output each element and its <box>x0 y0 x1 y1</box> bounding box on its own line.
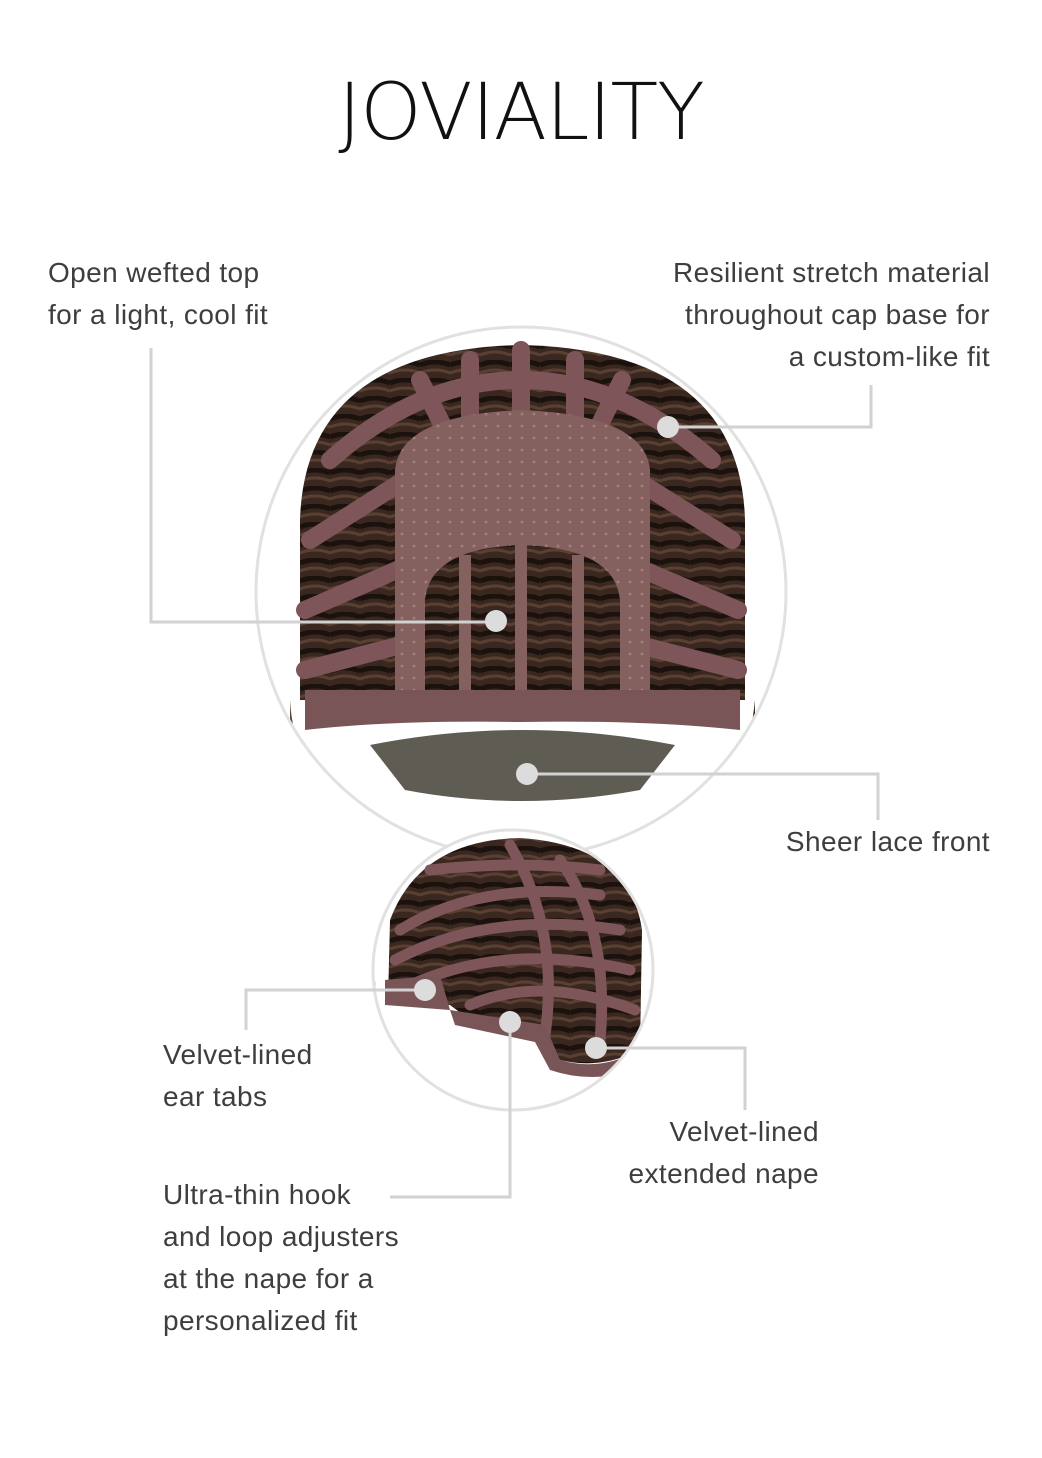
leader-lines <box>149 348 880 1199</box>
leader-hook-loop <box>390 1022 512 1199</box>
nape-cap-view <box>373 830 653 1110</box>
dot-ear-tabs <box>414 979 436 1001</box>
dot-sheer-lace-front <box>516 763 538 785</box>
leader-sheer-lace-front <box>527 772 880 820</box>
dot-hook-loop <box>499 1011 521 1033</box>
callout-hook-loop: Ultra-thin hook and loop adjusters at th… <box>163 1179 400 1336</box>
callout-velvet-ear-tabs: Velvet-lined ear tabs <box>163 1039 313 1112</box>
callout-dots <box>414 416 679 1059</box>
leader-open-wefted-top <box>149 348 496 624</box>
dot-resilient-stretch <box>657 416 679 438</box>
product-title: JOVIALITY <box>338 68 705 158</box>
dot-open-wefted-top <box>485 610 507 632</box>
leader-nape <box>596 1046 747 1110</box>
leader-resilient-stretch <box>668 385 873 429</box>
callout-open-wefted-top: Open wefted top for a light, cool fit <box>48 257 269 330</box>
callout-resilient-stretch: Resilient stretch material throughout ca… <box>673 257 990 372</box>
callout-velvet-nape: Velvet-lined extended nape <box>628 1116 819 1189</box>
callout-sheer-lace-front: Sheer lace front <box>785 826 990 857</box>
leader-ear-tabs <box>244 988 425 1030</box>
dot-nape <box>585 1037 607 1059</box>
